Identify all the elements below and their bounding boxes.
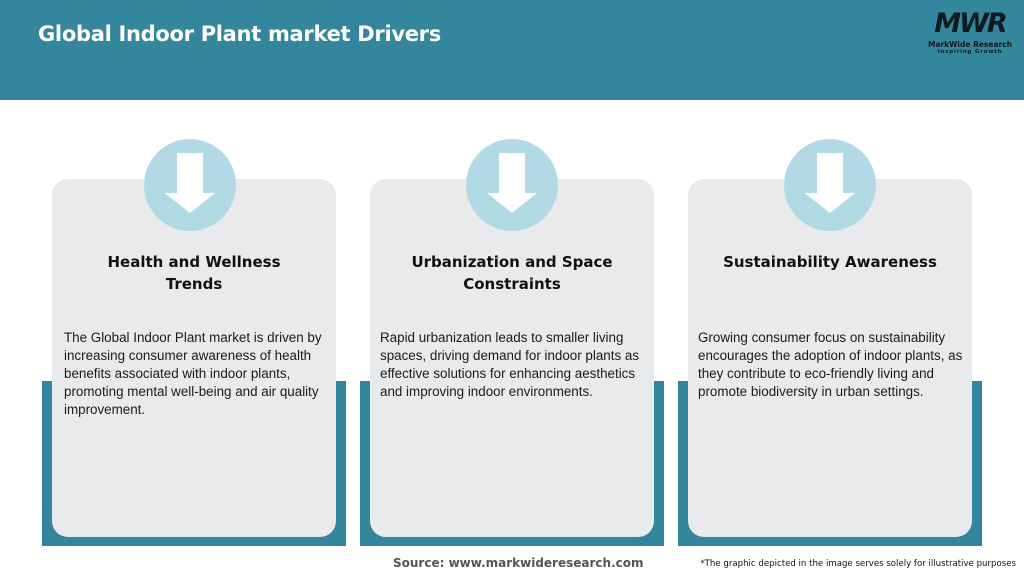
source-credit: Source: www.markwideresearch.com bbox=[393, 556, 644, 570]
card-title: Health and Wellness Trends bbox=[107, 253, 281, 293]
driver-card-sustainability: Sustainability Awareness Growing consume… bbox=[688, 179, 972, 537]
card-title: Sustainability Awareness bbox=[723, 253, 937, 271]
icon-circle bbox=[144, 139, 236, 231]
card-description: Growing consumer focus on sustainability… bbox=[698, 330, 963, 399]
logo-tagline: Inspiring Growth bbox=[937, 49, 1003, 55]
header-banner: Global Indoor Plant market Drivers MWR M… bbox=[0, 0, 1024, 100]
icon-circle bbox=[784, 139, 876, 231]
logo-name: MarkWide Research bbox=[927, 40, 1013, 49]
card-title: Urbanization and Space Constraints bbox=[411, 253, 613, 293]
arrow-down-icon bbox=[165, 153, 215, 213]
arrow-down-icon bbox=[487, 153, 537, 213]
disclaimer: *The graphic depicted in the image serve… bbox=[700, 559, 1016, 569]
page-title: Global Indoor Plant market Drivers bbox=[38, 22, 441, 46]
card-description: Rapid urbanization leads to smaller livi… bbox=[380, 330, 640, 399]
card-description: The Global Indoor Plant market is driven… bbox=[64, 330, 322, 417]
logo-mark: MWR bbox=[934, 8, 1007, 39]
arrow-down-icon bbox=[805, 153, 855, 213]
logo: MWR MarkWide Research Inspiring Growth bbox=[920, 10, 1020, 58]
driver-card-urbanization: Urbanization and Space Constraints Rapid… bbox=[370, 179, 654, 537]
icon-circle bbox=[466, 139, 558, 231]
driver-card-health: Health and Wellness Trends The Global In… bbox=[52, 179, 336, 537]
